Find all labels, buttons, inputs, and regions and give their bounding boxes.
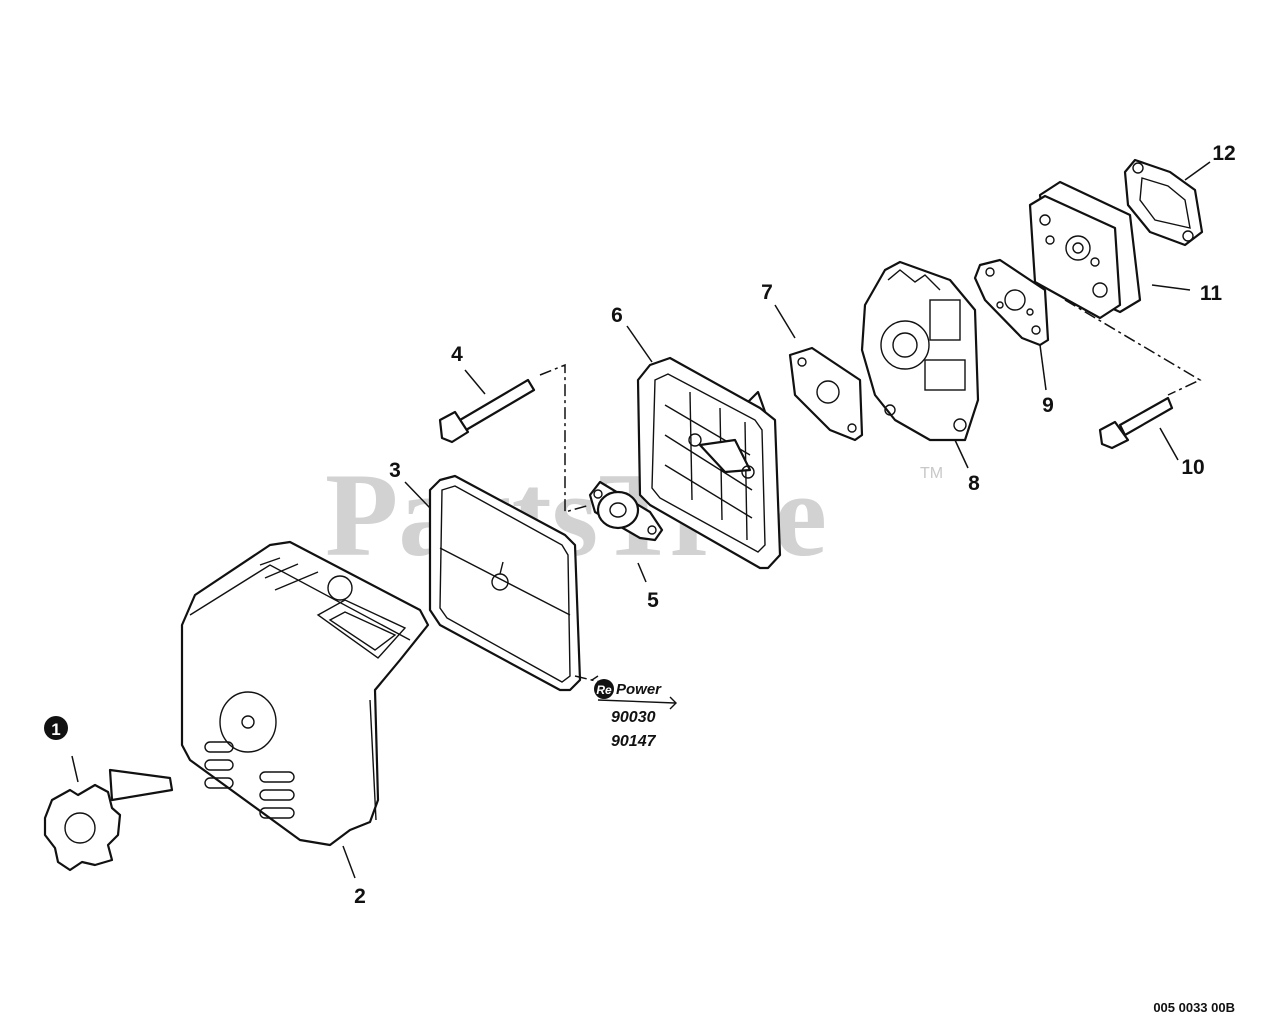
callout-4[interactable]: 4 bbox=[451, 343, 463, 366]
callout-10[interactable]: 10 bbox=[1181, 456, 1204, 479]
part-2-cover[interactable] bbox=[180, 540, 430, 847]
part-8-carburetor[interactable] bbox=[860, 260, 980, 442]
part-10-screw[interactable] bbox=[1098, 396, 1174, 450]
part-1-knob[interactable] bbox=[43, 768, 174, 872]
part-12-gasket[interactable] bbox=[1123, 158, 1204, 247]
part-11-insulator[interactable] bbox=[1028, 180, 1142, 320]
repower-logo-icon bbox=[594, 679, 614, 699]
callout-9[interactable]: 9 bbox=[1042, 394, 1054, 417]
callout-2[interactable]: 2 bbox=[354, 885, 366, 908]
callout-3[interactable]: 3 bbox=[389, 459, 401, 482]
part-3-air-filter[interactable] bbox=[428, 474, 582, 692]
callout-labels: 1 2 3 4 5 6 7 8 9 10 11 12 bbox=[44, 142, 1236, 908]
assembly-lines bbox=[539, 299, 1202, 683]
callout-5[interactable]: 5 bbox=[647, 589, 659, 612]
part-9-gasket[interactable] bbox=[973, 258, 1050, 347]
callout-1-badge bbox=[44, 716, 68, 740]
watermark-trademark: TM bbox=[920, 465, 943, 482]
callout-11[interactable]: 11 bbox=[1200, 282, 1223, 305]
part-6-air-cleaner-base[interactable] bbox=[636, 356, 782, 570]
repower-re: Re bbox=[596, 683, 612, 697]
callout-8[interactable]: 8 bbox=[968, 472, 980, 495]
callout-1[interactable]: 1 bbox=[51, 720, 60, 739]
part-4-screw[interactable] bbox=[438, 378, 536, 444]
repower-badge[interactable]: Re Power 90030 90147 bbox=[591, 675, 677, 750]
repower-part-b[interactable]: 90147 bbox=[611, 733, 657, 750]
part-7-gasket[interactable] bbox=[788, 346, 864, 442]
repower-power: Power bbox=[616, 681, 662, 698]
leader-lines bbox=[71, 161, 1211, 879]
callout-6[interactable]: 6 bbox=[611, 304, 623, 327]
diagram-code: 005 0033 00B bbox=[1153, 1000, 1235, 1015]
callout-12[interactable]: 12 bbox=[1212, 142, 1235, 165]
callout-7[interactable]: 7 bbox=[761, 281, 773, 304]
repower-part-a[interactable]: 90030 bbox=[611, 709, 656, 726]
part-5-cap[interactable] bbox=[588, 480, 664, 542]
